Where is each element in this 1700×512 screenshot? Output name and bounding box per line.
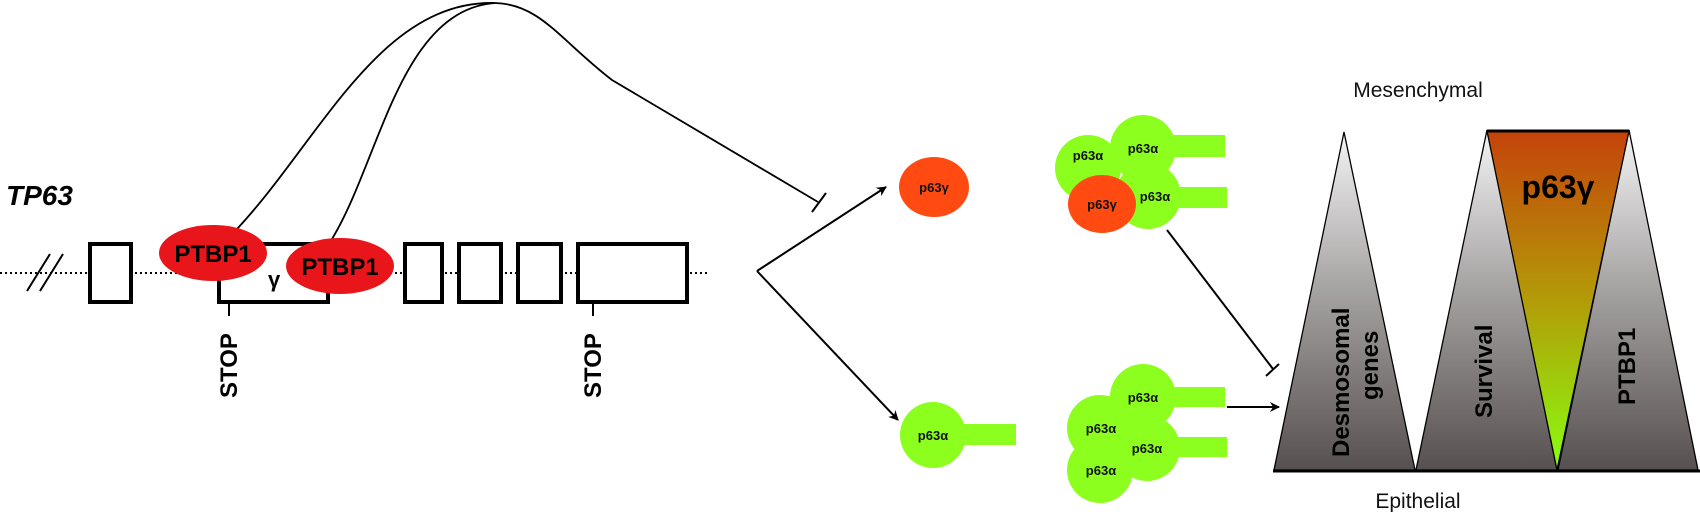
gradient-triangles [1273, 129, 1700, 473]
survival-label: Survival [1471, 325, 1498, 418]
ptbp1-protein-right: PTBP1 [286, 238, 394, 294]
exon-5 [516, 242, 563, 304]
p63-alpha-gamma-complex: p63α p63α p63α p63γ [1055, 115, 1227, 233]
exon-gamma-label: γ [268, 267, 281, 292]
p63-alpha-tetramer: p63α p63α p63α p63α [1067, 364, 1227, 503]
p63-gamma-protein: p63γ [899, 157, 969, 217]
p63-alpha-label: p63α [1128, 390, 1158, 405]
p63-gamma-label: p63γ [919, 180, 949, 195]
exon-3 [403, 242, 444, 304]
isoform-branch-arrows [756, 186, 899, 421]
epithelial-label: Epithelial [1375, 490, 1460, 512]
exon-1 [88, 242, 133, 304]
p63-alpha-label: p63α [1086, 463, 1116, 478]
ptbp1-gradient-label: PTBP1 [1614, 328, 1641, 405]
stop-label: STOP [216, 333, 243, 398]
stop-marker-alpha: STOP [580, 303, 607, 398]
p63-alpha-label: p63α [1073, 148, 1103, 163]
complex-inhibits-desmosomal [1166, 229, 1280, 377]
p63-gamma-label: p63γ [1087, 197, 1117, 212]
ptbp1-protein-left: PTBP1 [159, 225, 267, 281]
p63-alpha-label: p63α [1128, 141, 1158, 156]
p63-alpha-label: p63α [1140, 189, 1170, 204]
p63-alpha-label: p63α [1086, 421, 1116, 436]
mesenchymal-label: Mesenchymal [1353, 79, 1483, 102]
ptbp1-label: PTBP1 [174, 241, 251, 268]
stop-marker-gamma: STOP [216, 303, 243, 398]
exons [88, 242, 689, 304]
gene-name-label: TP63 [6, 180, 73, 211]
ptbp1-inhibition-curves [236, 2, 827, 240]
stop-label: STOP [580, 333, 607, 398]
exon-last [576, 242, 689, 304]
desmosomal-label: Desmosomal [1328, 308, 1355, 457]
genes-label: genes [1357, 331, 1384, 400]
p63-gamma-gradient-label: p63γ [1522, 169, 1595, 205]
p63-alpha-protein: p63α [900, 402, 1016, 468]
break-mark-icon [26, 253, 64, 292]
p63-alpha-label: p63α [918, 428, 948, 443]
ptbp1-label: PTBP1 [301, 254, 378, 281]
exon-4 [457, 242, 503, 304]
p63-alpha-label: p63α [1132, 441, 1162, 456]
